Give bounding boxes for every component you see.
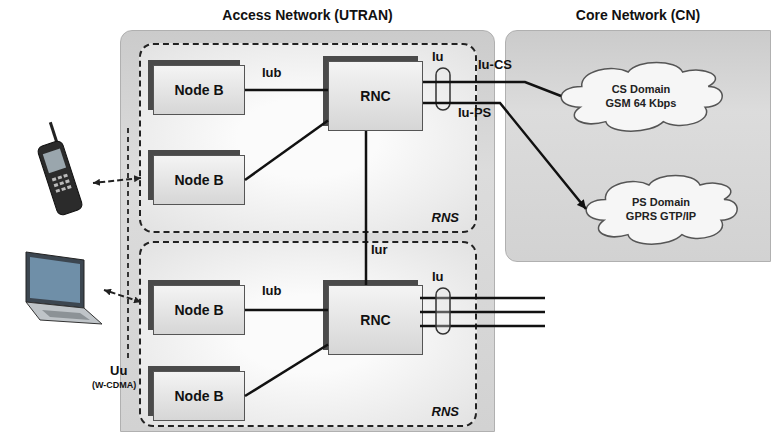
box-label: RNC xyxy=(360,88,390,104)
group-label: RNS xyxy=(432,404,459,419)
interface-link xyxy=(423,82,561,96)
region-heading: Core Network (CN) xyxy=(506,6,770,24)
equipment-box: RNC xyxy=(328,285,423,355)
interface-link xyxy=(245,121,328,181)
interface-tag: Iu xyxy=(432,50,444,64)
interface-link xyxy=(365,131,368,285)
interface-link xyxy=(245,309,328,312)
domain-text: CS Domain xyxy=(612,82,671,96)
interface-tag-text: Iu xyxy=(432,270,444,284)
interface-name: Iu-CS xyxy=(478,58,512,72)
interface-label: Iu-PS xyxy=(458,106,491,120)
cloud-shape xyxy=(586,169,736,249)
laptop xyxy=(26,252,102,324)
network-region: Core Network (CN)CS DomainGSM 64 KbpsPS … xyxy=(505,30,771,262)
domain-cloud: CS DomainGSM 64 Kbps xyxy=(561,56,721,136)
domain-text: GSM 64 Kbps xyxy=(606,96,677,110)
interface-label: Iur xyxy=(371,243,388,257)
domain-text: GPRS GTP/IP xyxy=(626,209,696,223)
interface-tag: (W-CDMA) xyxy=(92,380,136,391)
interface-link xyxy=(245,345,328,397)
interface-name: Iu-PS xyxy=(458,106,491,120)
cloud-shape xyxy=(561,56,721,136)
domain-cloud: PS DomainGPRS GTP/IP xyxy=(586,169,736,249)
domain-text: PS Domain xyxy=(632,195,690,209)
equipment-box: Node B xyxy=(153,285,245,335)
radio-link xyxy=(93,178,141,183)
mobile-phone xyxy=(30,121,83,217)
box-label: Node B xyxy=(175,82,224,98)
interface-link xyxy=(245,89,328,92)
interface-tag-text: Iu xyxy=(432,50,444,64)
interface-name: Iub xyxy=(262,284,282,298)
equipment-box: Node B xyxy=(153,155,245,205)
interface-tag: Iu xyxy=(432,270,444,284)
cloud-outline xyxy=(586,175,737,244)
air-interface-line xyxy=(127,128,129,358)
interface-tag-text: Uu xyxy=(110,364,127,378)
interface-label: Iub xyxy=(262,66,282,80)
interface-name: Iur xyxy=(371,243,388,257)
interface-link xyxy=(423,103,586,209)
interface-tag-text: (W-CDMA) xyxy=(92,380,136,391)
iu-cable xyxy=(436,288,450,334)
interface-tag: Uu xyxy=(110,364,127,378)
interface-label: Iub xyxy=(262,284,282,298)
equipment-box: Node B xyxy=(153,371,245,421)
equipment-box: Node B xyxy=(153,65,245,115)
box-label: Node B xyxy=(175,302,224,318)
region-heading: Access Network (UTRAN) xyxy=(121,6,494,24)
box-label: Node B xyxy=(175,172,224,188)
cloud-outline xyxy=(561,62,722,131)
interface-name: Iub xyxy=(262,66,282,80)
rns-group: RNS Node B Node B RNC xyxy=(139,241,477,427)
group-label: RNS xyxy=(432,210,459,225)
box-label: Node B xyxy=(175,388,224,404)
box-label: RNC xyxy=(360,312,390,328)
equipment-box: RNC xyxy=(328,61,423,131)
interface-label: Iu-CS xyxy=(478,58,512,72)
rns-group: RNS Node B Node B RNC xyxy=(139,43,477,233)
radio-link xyxy=(104,290,141,302)
